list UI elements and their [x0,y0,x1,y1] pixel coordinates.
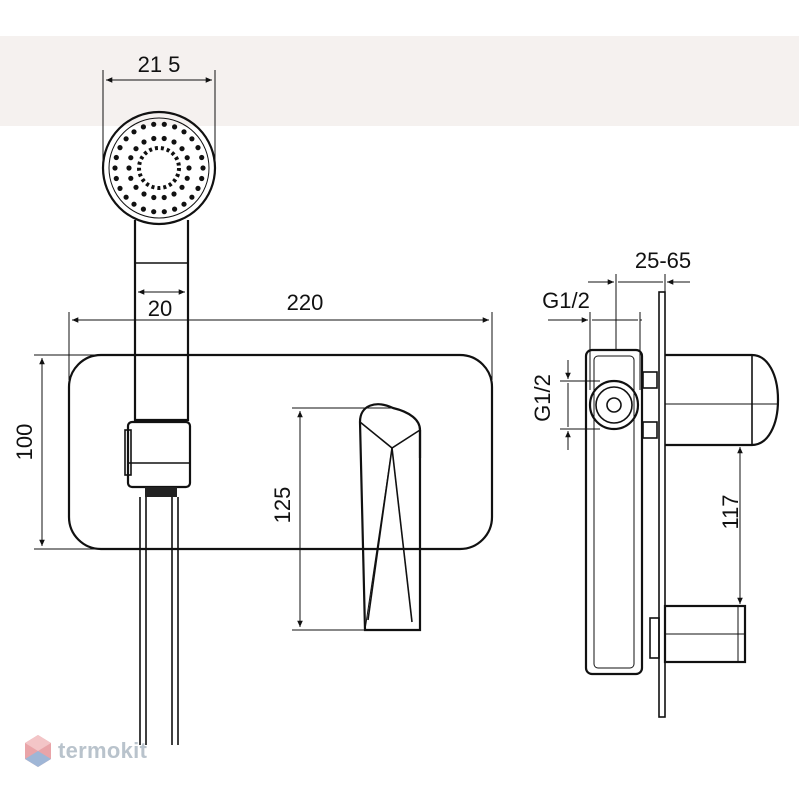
nozzle-dot [151,135,157,142]
nozzle-dot [151,209,157,215]
nozzle-dot [199,175,205,182]
cover-plate-edge [658,291,666,718]
hose-connector [126,420,192,489]
thread-top-label: G1/2 [542,288,590,313]
brand-hexagon-icon [25,735,51,767]
nozzle-ring [112,121,206,215]
nozzle-dot [128,175,134,181]
nozzle-dot [112,165,118,171]
nozzle-dot [141,139,147,145]
nozzle-dot [140,206,146,212]
top-band [0,36,799,126]
nozzle-dot [171,139,177,145]
nozzle-dot [117,145,123,151]
nozzle-dot [133,146,139,152]
nozzle-dot [189,136,195,142]
nozzle-dot [126,165,132,171]
side-view: 25-65 G1/2 G1/2 117 [530,248,780,718]
wall-plate [67,353,494,551]
nozzle-dot [199,154,205,161]
nozzle-dot [151,121,157,127]
nozzle-dot [161,135,167,142]
dim-plate-height [34,354,100,550]
plate-height-label: 100 [12,424,37,461]
nozzle-dot [189,194,195,200]
dim-head-width [102,70,216,168]
dim-plate-width [68,312,493,380]
nozzle-dot [131,201,137,207]
valve-body [584,348,644,676]
nozzle-dot [200,165,206,171]
nozzle-dot [133,184,139,190]
hose-width-label: 20 [148,296,172,321]
nozzle-dot [161,209,167,215]
outlet-height-label: 117 [718,494,743,529]
thread-side-label: G1/2 [530,374,555,422]
brand-logo: termokit [24,734,147,768]
shower-hose [139,497,179,745]
nozzle-dot [128,155,134,161]
nozzle-dot [161,194,167,201]
nozzle-dot [172,124,178,130]
nozzle-dot [186,165,192,171]
spout-height-label: 125 [270,487,295,524]
plate-width-label: 220 [287,290,324,315]
nozzle-dot [113,154,119,161]
nozzle-inner-ring [137,146,181,190]
nozzle-dot [131,129,137,135]
nozzle-dot [113,175,119,182]
mixer-handle [665,353,780,447]
nozzle-dot [184,175,190,181]
nozzle-dot [141,191,147,197]
nozzle-dot [195,185,201,191]
front-view: 21 5 20 220 100 125 [12,52,494,745]
nozzle-dot [181,129,187,135]
nozzle-dot [171,191,177,197]
nozzle-dot [161,121,167,127]
nozzle-dot [181,201,187,207]
inlet-circle [588,379,640,431]
depth-label: 25-65 [635,248,691,273]
head-width-label: 21 5 [138,52,181,77]
nozzle-dot [184,155,190,161]
nozzle-dot [179,146,185,152]
nozzle-dot [195,145,201,151]
nozzle-dot [151,194,157,201]
nozzle-dot [117,185,123,191]
nozzle-dot [179,184,185,190]
nozzle-dot [172,206,178,212]
dim-spout-height [292,407,395,631]
shower-head [101,110,217,745]
spout [358,403,422,632]
nozzle-dot [140,124,146,130]
nozzle-dot [123,136,129,142]
brand-name: termokit [58,738,148,763]
nozzle-dot [123,194,129,200]
